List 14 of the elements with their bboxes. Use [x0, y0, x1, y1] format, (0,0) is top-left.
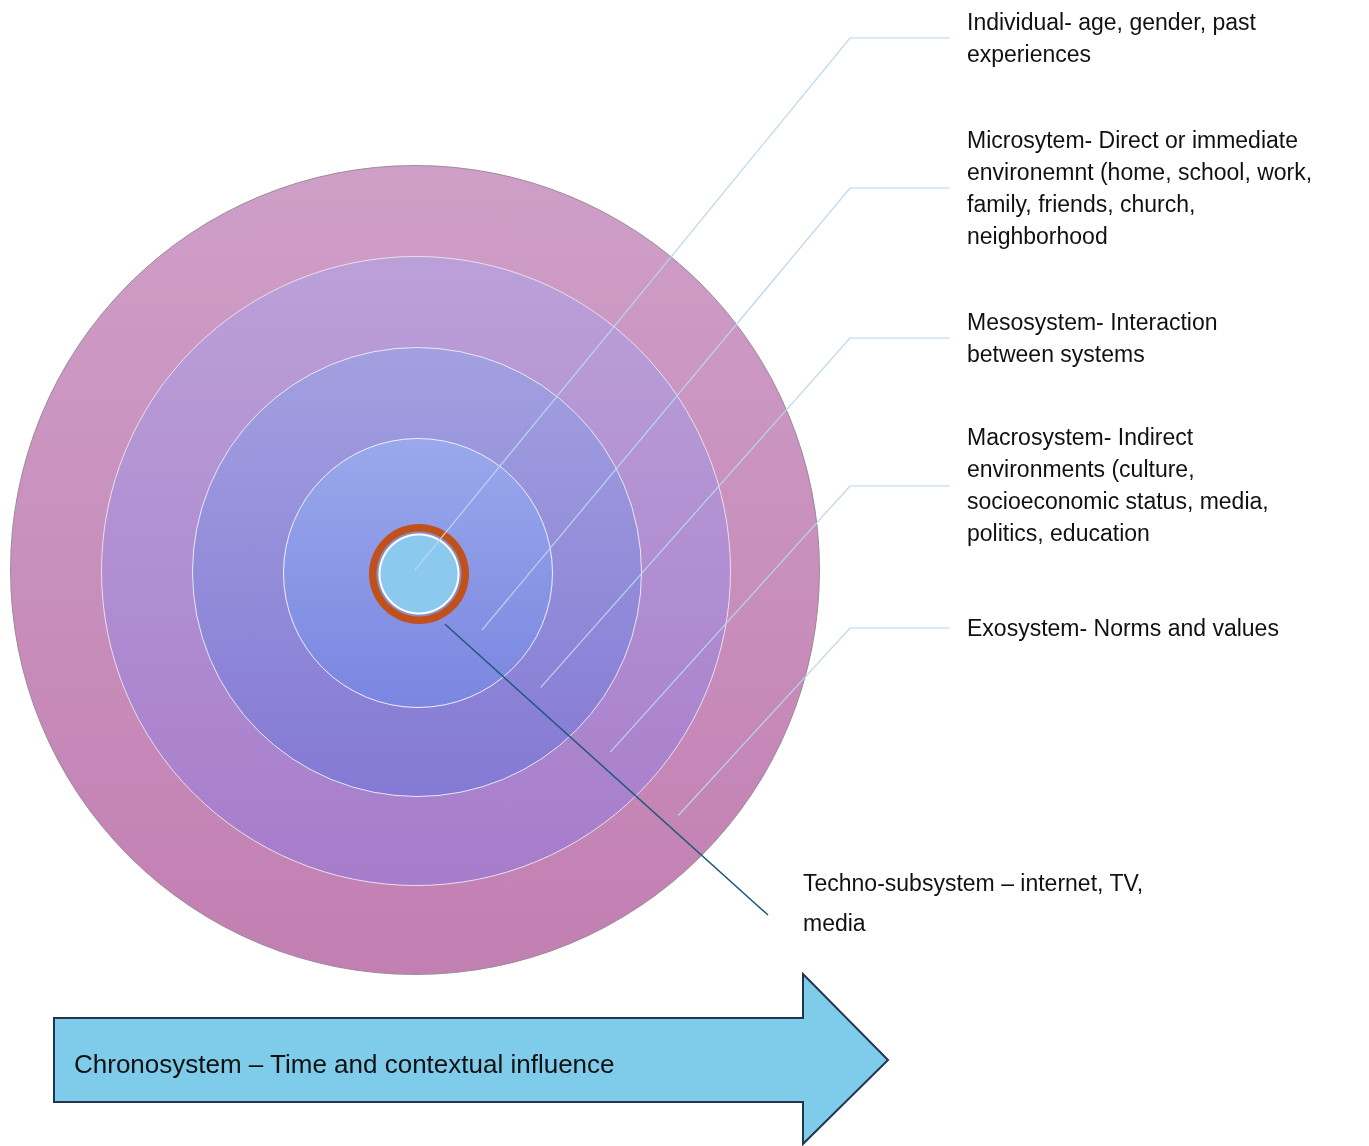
annotation-text: Microsytem- Direct or immediate environemnt (home, school, work, family, friends, church, neighborhood — [967, 124, 1337, 252]
leader-line — [481, 187, 951, 631]
leader-line — [414, 37, 951, 571]
leader-line — [677, 627, 951, 817]
leader-line — [609, 485, 951, 753]
annotation-text: Macrosystem- Indirect environments (culture, socioeconomic status, media, politics, education — [967, 421, 1337, 549]
annotation-text: Individual- age, gender, past experiences — [967, 6, 1327, 70]
arrow-label: Chronosystem – Time and contextual influence — [74, 1048, 615, 1080]
annotation-text: Mesosystem- Interaction between systems — [967, 306, 1297, 370]
annotation-text: Techno-subsystem – internet, TV, media — [803, 863, 1163, 943]
leader-line — [540, 337, 951, 688]
timeline-arrow — [52, 972, 892, 1146]
leader-line — [444, 623, 769, 916]
annotation-text: Exosystem- Norms and values — [967, 612, 1357, 644]
